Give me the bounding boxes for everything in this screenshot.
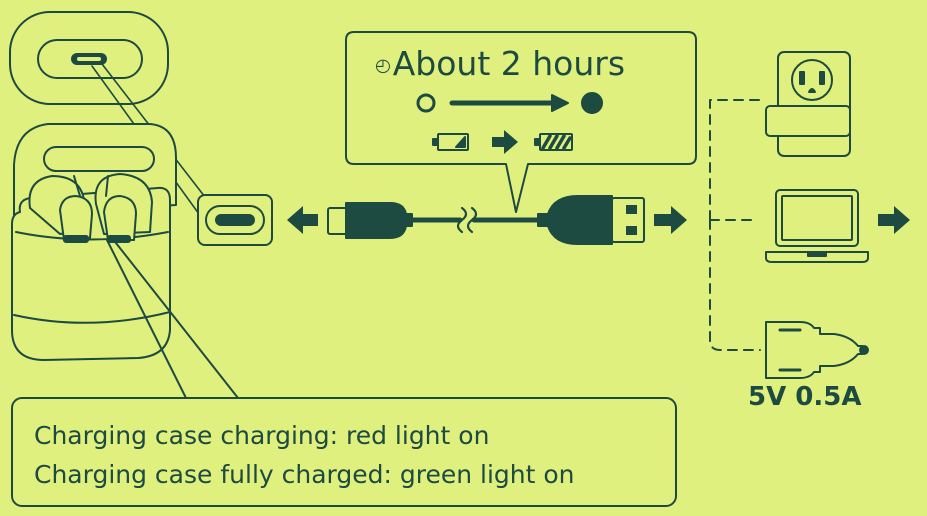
arrow-out-icon bbox=[878, 206, 910, 234]
battery-arrow-icon bbox=[492, 130, 518, 154]
arrow-to-case-icon bbox=[287, 206, 318, 234]
time-callout-box bbox=[345, 31, 697, 213]
power-source-connectors bbox=[709, 99, 761, 351]
usb-c-plug bbox=[327, 202, 413, 239]
usb-a-plug bbox=[537, 195, 645, 245]
status-notes: Charging case charging: red light on Cha… bbox=[34, 416, 575, 494]
battery-full-icon bbox=[534, 133, 573, 151]
case-lid-top-view bbox=[9, 11, 169, 105]
empty-circle-icon bbox=[416, 93, 436, 113]
charge-time-label: ◴About 2 hours bbox=[375, 44, 645, 83]
battery-progress bbox=[432, 130, 573, 154]
status-note-box bbox=[11, 397, 677, 507]
charge-progress bbox=[416, 92, 603, 114]
arrow-to-sources-icon bbox=[654, 206, 687, 234]
clock-icon: ◴ bbox=[375, 55, 391, 76]
usb-cable bbox=[407, 206, 543, 234]
laptop-icon bbox=[765, 189, 869, 263]
wall-outlet-icon bbox=[765, 51, 851, 157]
led-callout-pointer bbox=[106, 237, 239, 399]
status-note-charged: Charging case fully charged: green light… bbox=[34, 460, 575, 489]
filled-circle-icon bbox=[581, 92, 603, 114]
earbuds bbox=[28, 173, 153, 243]
charging-case bbox=[11, 123, 177, 361]
battery-low-icon bbox=[432, 133, 469, 151]
car-charger-icon bbox=[765, 321, 869, 379]
usb-c-port-magnified bbox=[197, 194, 273, 246]
power-spec-label: 5V 0.5A bbox=[748, 382, 862, 412]
status-note-charging: Charging case charging: red light on bbox=[34, 421, 490, 450]
charge-time-text: About 2 hours bbox=[392, 44, 626, 83]
